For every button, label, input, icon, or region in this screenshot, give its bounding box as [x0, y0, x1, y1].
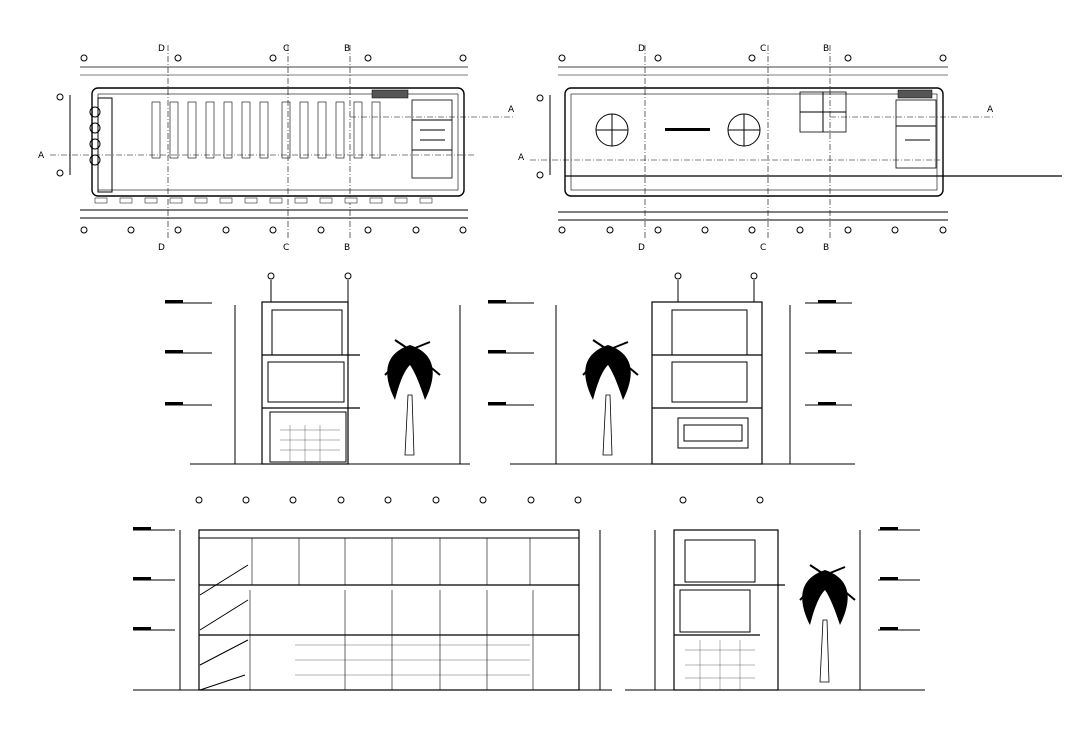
ff-bottom-grid-bubbles	[558, 226, 947, 234]
ff-grid-label-d-top: D	[638, 44, 645, 54]
grid-label-d-top: D	[158, 44, 165, 54]
window-tags	[94, 197, 433, 204]
top-grid-bubbles	[80, 54, 467, 62]
cross-section	[625, 496, 925, 691]
grid-labels-top-ff: D C B	[638, 44, 829, 54]
grid-label-b-top: B	[344, 44, 350, 54]
round-windows	[595, 113, 761, 147]
ff-grid-labels-bottom: D C B	[638, 243, 829, 253]
ff-stair-block	[895, 99, 937, 169]
bottom-grid-bubbles	[80, 226, 467, 234]
desk-grid	[151, 101, 381, 159]
ff-outer-wall	[564, 87, 944, 197]
stair-block	[411, 99, 453, 179]
section-marker-a-left: A	[38, 151, 45, 161]
ff-grid-label-c-top: C	[760, 44, 766, 54]
first-floor-plan: D C B A A	[518, 44, 1062, 253]
outer-wall	[91, 87, 465, 197]
side-elevation-left	[165, 272, 470, 465]
palm-tree-icon	[384, 339, 441, 456]
grid-label-d-bottom: D	[158, 243, 165, 253]
grid-labels-top: D C B	[158, 44, 350, 54]
side-elevation-right	[488, 272, 855, 465]
level-markers-right	[488, 300, 852, 406]
section-grid-bubbles	[195, 496, 582, 504]
ff-grid-label-c-bottom: C	[760, 243, 766, 253]
level-markers-cross	[878, 527, 920, 631]
palm-tree-icon	[582, 339, 639, 456]
ff-grid-label-d-bottom: D	[638, 243, 645, 253]
ff-grid-label-b-top: B	[823, 44, 829, 54]
palm-tree-icon	[799, 564, 856, 683]
grid-label-c-bottom: C	[283, 243, 289, 253]
ff-section-marker-a-right: A	[987, 105, 994, 115]
section-marker-a-right: A	[508, 105, 515, 115]
grid-label-b-bottom: B	[344, 243, 350, 253]
ff-grid-label-b-bottom: B	[823, 243, 829, 253]
level-markers-section	[133, 527, 175, 631]
grid-label-c-top: C	[283, 44, 289, 54]
top-grid-bubbles-ff	[558, 54, 947, 62]
longitudinal-section	[133, 496, 612, 691]
grid-labels-bottom: D C B	[158, 243, 350, 253]
stage-seats	[89, 106, 101, 166]
ground-floor-plan: D C B	[38, 44, 515, 253]
ff-section-marker-a-left: A	[518, 153, 525, 163]
level-markers-left	[165, 300, 212, 406]
